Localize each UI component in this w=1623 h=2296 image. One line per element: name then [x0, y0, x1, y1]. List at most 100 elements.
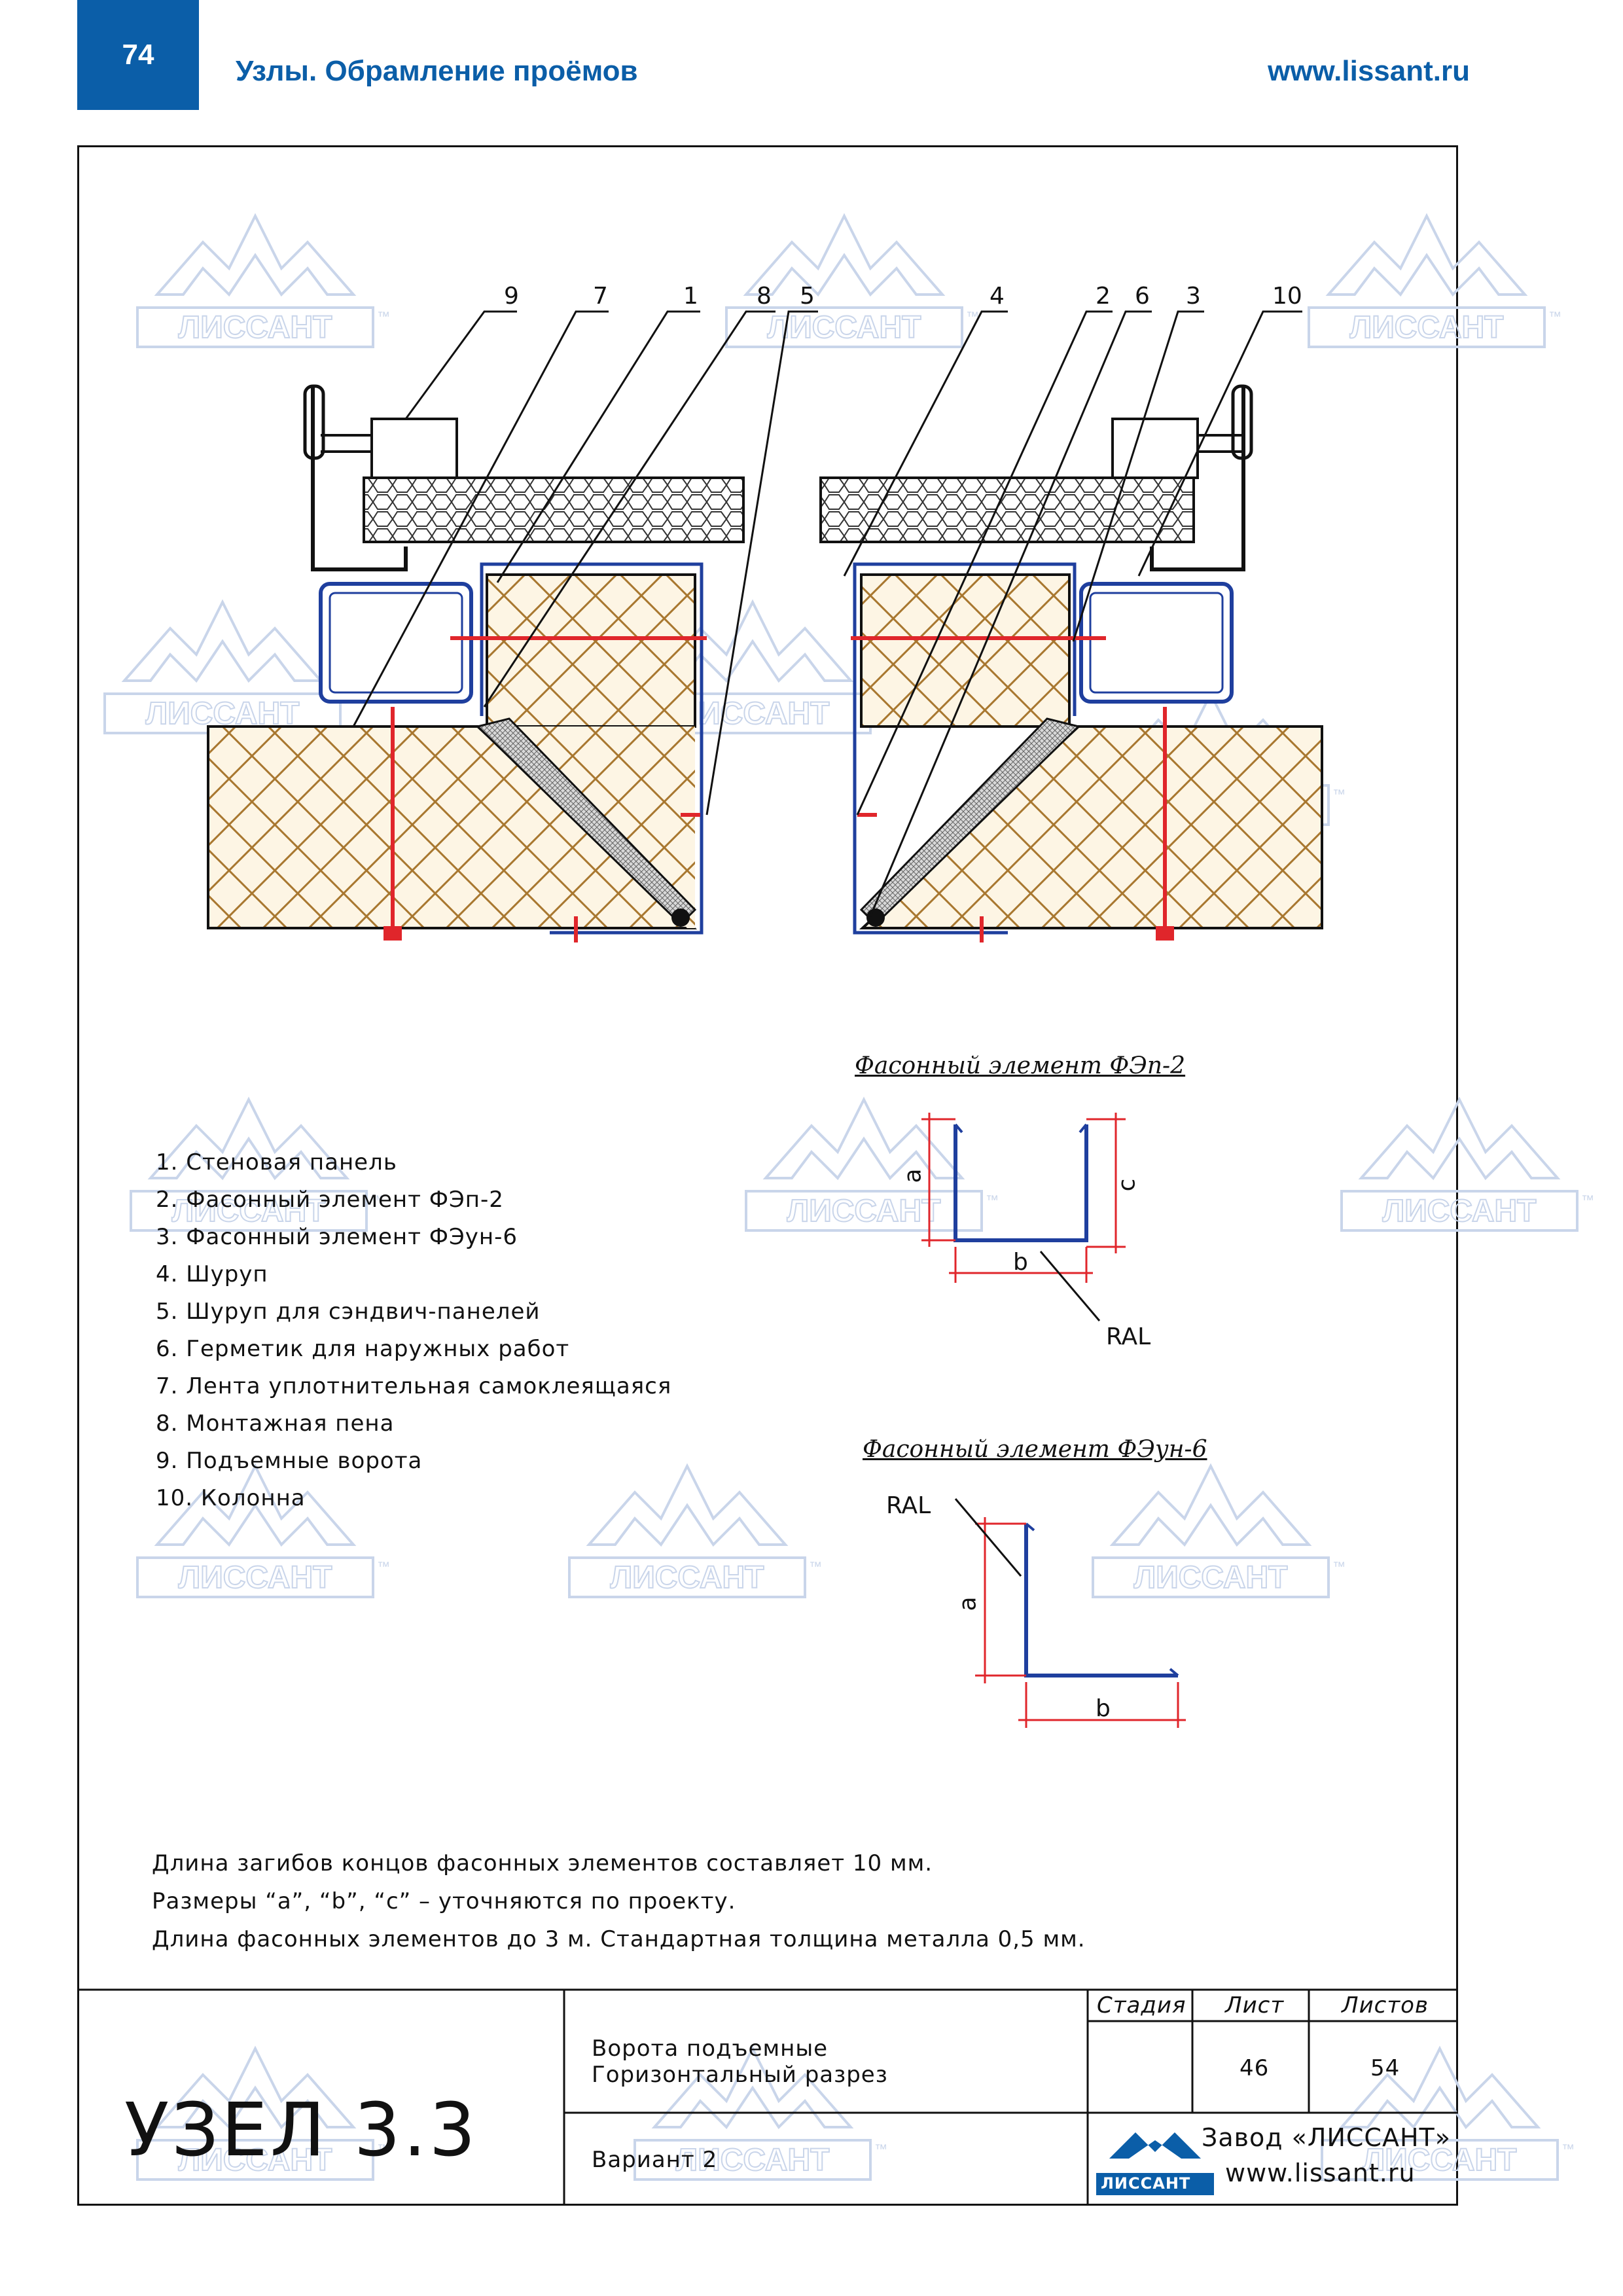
watermark-trademark: ™ [377, 310, 390, 324]
watermark-trademark: ™ [1332, 787, 1346, 802]
callout-3: 3 [1186, 283, 1201, 310]
profile-fep2-dim-b: b [1013, 1249, 1028, 1276]
column-left [319, 582, 473, 704]
title-block-desc-line2: Горизонтальный разрез [592, 2062, 888, 2088]
watermark-text: ЛИССАНТ [768, 310, 921, 345]
profile-fep2-dim-c: c [1113, 1178, 1141, 1192]
watermark-text: ЛИССАНТ [787, 1194, 941, 1229]
page-header-title: Узлы. Обрамление проёмов [236, 55, 638, 87]
watermark-text: ЛИССАНТ [172, 1194, 326, 1229]
watermark-layer: ЛИССАНТ ™ ЛИССАНТ ™ ЛИССАНТ ™ ЛИССАНТ ™ ЛИССАНТ ™… [103, 213, 1594, 2181]
watermark-text: ЛИССАНТ [1350, 310, 1504, 345]
legend-item: 6. Герметик для наружных работ [156, 1336, 570, 1362]
title-block-sheet-label: Лист [1225, 1992, 1285, 2018]
door-panel-left [363, 476, 745, 543]
callout-8: 8 [757, 283, 772, 310]
watermark-trademark: ™ [1332, 1560, 1346, 1574]
watermark-trademark: ™ [874, 2142, 887, 2157]
watermark-logo: ЛИССАНТ ™ [1092, 1463, 1346, 1598]
callout-2: 2 [1096, 283, 1111, 310]
watermark-trademark: ™ [966, 310, 979, 324]
callout-5: 5 [800, 283, 815, 310]
note-line: Длина загибов концов фасонных элементов … [152, 1850, 933, 1876]
watermark-trademark: ™ [986, 1193, 999, 1208]
company-logo-icon [1096, 2132, 1214, 2195]
watermark-logo: ЛИССАНТ ™ [136, 2045, 390, 2181]
note-line: Длина фасонных элементов до 3 м. Стандар… [152, 1926, 1086, 1952]
callout-7: 7 [593, 283, 608, 310]
profile-feun6-ral: RAL [886, 1492, 931, 1519]
profile-fep2-dim-a: a [899, 1168, 927, 1183]
watermark-text: ЛИССАНТ [1383, 1194, 1537, 1229]
mounting-foam-right [859, 717, 1080, 926]
callout-10: 10 [1272, 283, 1302, 310]
gate-guide-left [311, 386, 408, 571]
legend-item: 1. Стеновая панель [156, 1149, 397, 1175]
watermark-text: ЛИССАНТ [179, 2143, 332, 2178]
opening-block-left [486, 573, 696, 728]
profile-feun6-detail [954, 1498, 1186, 1728]
callout-6: 6 [1135, 283, 1150, 310]
watermark-text: ЛИССАНТ [676, 696, 830, 731]
section-right [819, 384, 1323, 942]
watermark-text: ЛИССАНТ [1134, 1560, 1288, 1595]
profile-fep2-right [853, 562, 1077, 935]
legend-item: 7. Лента уплотнительная самоклеящаяся [156, 1373, 672, 1399]
watermark-text: ЛИССАНТ [676, 2143, 830, 2178]
watermark-trademark: ™ [809, 1560, 822, 1574]
title-block-stage-label: Стадия [1097, 1992, 1186, 2018]
title-block-company: Завод «ЛИССАНТ» [1202, 2123, 1451, 2152]
header-url[interactable]: www.lissant.ru [1268, 55, 1470, 87]
profile-fep2-ral: RAL [1106, 1323, 1151, 1350]
legend-item: 4. Шуруп [156, 1261, 268, 1287]
title-block-sheets-value: 54 [1370, 2055, 1400, 2081]
watermark-logo: ЛИССАНТ ™ [745, 1096, 999, 1232]
watermark-logo: ЛИССАНТ ™ [1340, 1096, 1594, 1232]
watermark-text: ЛИССАНТ [179, 310, 332, 345]
legend-list: 1. Стеновая панель 2. Фасонный элемент Ф… [156, 1144, 671, 1517]
opening-block-right [860, 573, 1071, 728]
watermark-trademark: ™ [1581, 1193, 1594, 1208]
legend-item: 9. Подъемные ворота [156, 1448, 423, 1474]
node-title: УЗЕЛ 3.3 [124, 2088, 478, 2173]
watermark-logo: ЛИССАНТ ™ [1308, 213, 1561, 348]
profile-fep2-title: Фасонный элемент ФЭп-2 [855, 1052, 1186, 1079]
callout-1: 1 [683, 283, 698, 310]
legend-item: 5. Шуруп для сэндвич-панелей [156, 1299, 541, 1325]
note-line: Размеры “a”, “b”, “c” – уточняются по пр… [152, 1888, 736, 1914]
title-block-sheets-label: Листов [1342, 1992, 1429, 2018]
title-block-grid [77, 1988, 1458, 2206]
title-block-sheet-value: 46 [1240, 2055, 1270, 2081]
watermark-logo: ЛИССАНТ ™ [130, 1096, 383, 1232]
legend-item: 8. Монтажная пена [156, 1410, 395, 1437]
callout-9: 9 [504, 283, 519, 310]
watermark-trademark: ™ [377, 2142, 390, 2157]
title-block-logo-text: ЛИССАНТ [1101, 2174, 1191, 2193]
watermark-logo: ЛИССАНТ ™ [725, 213, 979, 348]
door-panel-right [819, 476, 1195, 543]
page-number-badge: 74 [77, 0, 199, 110]
profile-feun6-title: Фасонный элемент ФЭун-6 [863, 1436, 1207, 1463]
watermark-logo: ЛИССАНТ ™ [633, 2045, 887, 2181]
profile-feun6-dim-b: b [1096, 1695, 1111, 1722]
mounting-foam-left [476, 717, 697, 926]
watermark-text: ЛИССАНТ [179, 1560, 332, 1595]
profile-feun6-dim-a: a [954, 1596, 982, 1611]
legend-item: 10. Колонна [156, 1485, 306, 1511]
watermark-logo: ЛИССАНТ ™ [136, 213, 390, 348]
callout-leaders [352, 310, 1302, 917]
watermark-text: ЛИССАНТ [1363, 2143, 1517, 2178]
callout-4: 4 [990, 283, 1005, 310]
profile-fep2-left [480, 562, 704, 935]
legend-item: 3. Фасонный элемент ФЭун-6 [156, 1224, 518, 1250]
drawing-frame [77, 145, 1458, 2206]
wall-panel-right [859, 725, 1323, 929]
watermark-trademark: ™ [1561, 2142, 1575, 2157]
watermark-trademark: ™ [370, 1193, 383, 1208]
column-right [1079, 582, 1234, 704]
watermark-trademark: ™ [1548, 310, 1561, 324]
title-block-company-url[interactable]: www.lissant.ru [1225, 2159, 1416, 2187]
watermark-text: ЛИССАНТ [611, 1560, 764, 1595]
